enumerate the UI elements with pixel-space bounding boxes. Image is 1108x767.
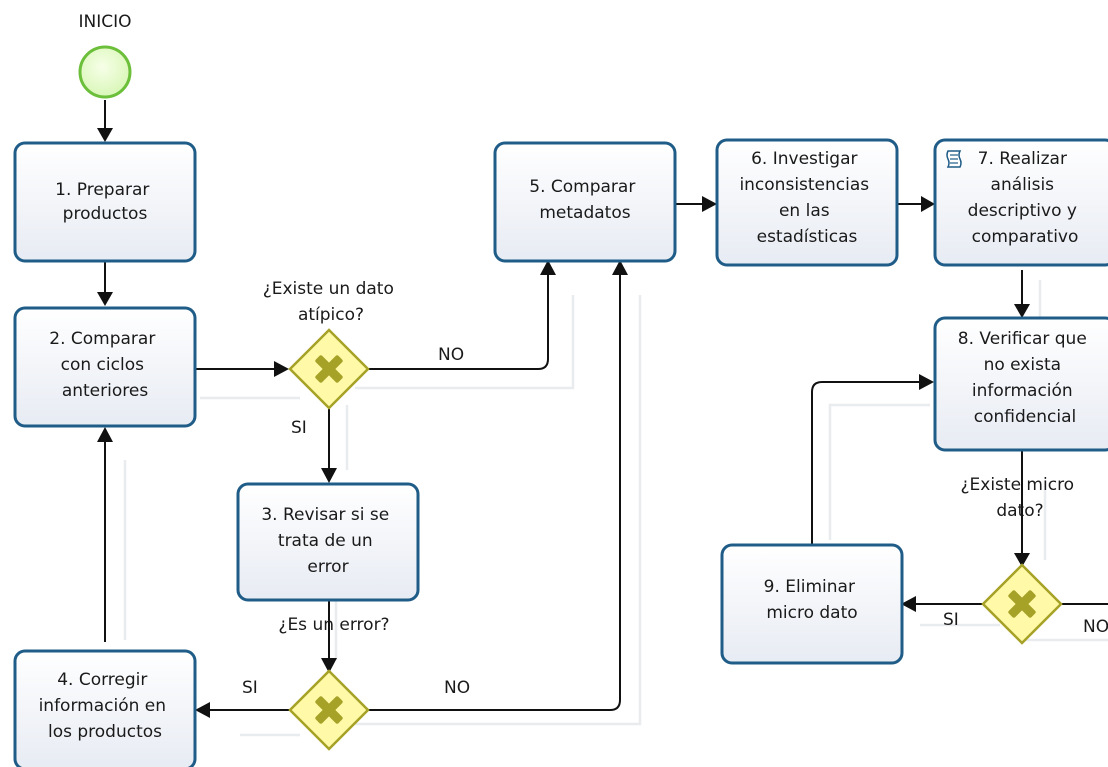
- task-3-line: error: [307, 557, 348, 577]
- task-4[interactable]: 4. Corregir información en los productos: [13, 649, 197, 767]
- gateway-1[interactable]: [288, 328, 370, 410]
- flow-g2-t5: [368, 273, 621, 711]
- svg-text:7. Realizar análisis: 7. Realizar análisis descriptivo y compa…: [968, 149, 1083, 247]
- flow-label-g2-no: NO: [444, 678, 470, 698]
- task-9-line: micro dato: [766, 603, 857, 623]
- arrowhead-t6: [702, 196, 717, 212]
- task-5-line: 5. Comparar: [529, 177, 635, 197]
- task-7-line: 7. Realizar: [978, 149, 1067, 169]
- task-6-line: inconsistencias: [739, 175, 869, 195]
- task-4-line: 4. Corregir: [57, 670, 147, 690]
- svg-text:5. Comparar metadatos: 5. Comparar metadatos: [529, 177, 640, 223]
- task-1[interactable]: 1. Preparar productos: [13, 141, 197, 263]
- arrowhead-t5-a: [540, 260, 556, 275]
- sequence-flows: [104, 100, 1108, 711]
- gateway-1-question-line: ¿Existe un dato: [263, 279, 394, 299]
- task-8-line: confidencial: [974, 407, 1076, 427]
- gateway-3-question: ¿Existe micro dato?: [961, 475, 1080, 521]
- arrowhead-t8: [1014, 304, 1030, 318]
- task-2-line: 2. Comparar: [49, 329, 155, 349]
- arrowhead-t5-b: [612, 260, 628, 275]
- gateway-3-question-line: dato?: [996, 501, 1043, 521]
- task-4-line: información en: [39, 696, 166, 716]
- task-3[interactable]: 3. Revisar si se trata de un error: [236, 482, 420, 602]
- exclusive-x-icon: [315, 355, 343, 383]
- task-4-line: los productos: [48, 722, 162, 742]
- ghost-lines: [123, 280, 1108, 737]
- arrowhead-g1: [274, 361, 289, 377]
- task-6-line: estadísticas: [757, 227, 858, 247]
- flow-label-g2-si: SI: [242, 678, 258, 698]
- start-event[interactable]: [78, 45, 132, 99]
- flow-label-g1-no: NO: [438, 345, 464, 365]
- task-7-line: comparativo: [972, 227, 1079, 247]
- task-6-line: 6. Investigar: [751, 149, 857, 169]
- arrowhead-t9: [901, 596, 916, 612]
- task-2-line: anteriores: [62, 381, 149, 401]
- task-7-line: descriptivo y: [968, 201, 1077, 221]
- arrowhead-g2: [321, 658, 337, 673]
- task-7-line: análisis: [991, 175, 1055, 195]
- task-8-line: 8. Verificar que: [958, 329, 1087, 349]
- task-3-line: 3. Revisar si se: [261, 505, 389, 525]
- flow-label-g3-no: NO: [1083, 617, 1108, 637]
- task-5[interactable]: 5. Comparar metadatos: [493, 141, 677, 263]
- task-5-line: metadatos: [539, 203, 630, 223]
- arrowhead-t8-left: [919, 374, 934, 390]
- script-task-icon: [946, 150, 962, 168]
- arrowhead-t2-up: [97, 427, 113, 442]
- task-2[interactable]: 2. Comparar con ciclos anteriores: [13, 306, 197, 428]
- svg-text:1. Preparar productos: 1. Preparar productos: [55, 180, 155, 224]
- arrowhead-g3: [1014, 553, 1030, 567]
- task-9-line: 9. Eliminar: [764, 577, 855, 597]
- svg-text:9. Eliminar micro dato: 9. Eliminar micro dato: [764, 577, 861, 623]
- task-7[interactable]: 7. Realizar análisis descriptivo y compa…: [933, 138, 1108, 267]
- task-3-line: trata de un: [278, 531, 373, 551]
- arrowhead-t3: [321, 468, 337, 483]
- svg-text:3. Revisar si se trata d: 3. Revisar si se trata de un error: [261, 505, 394, 577]
- gateway-3[interactable]: [981, 563, 1063, 645]
- svg-text:4. Corregir información: 4. Corregir información en los productos: [39, 670, 172, 742]
- task-8-line: información: [972, 381, 1073, 401]
- task-8-line: no exista: [984, 355, 1061, 375]
- svg-text:6. Investigar inconsiste: 6. Investigar inconsistencias en las est…: [739, 149, 874, 247]
- task-9[interactable]: 9. Eliminar micro dato: [720, 543, 904, 665]
- svg-text:8. Verificar que no exis: 8. Verificar que no exista información c…: [958, 329, 1092, 427]
- gateway-2[interactable]: [288, 669, 370, 751]
- arrowhead-t4: [195, 702, 210, 718]
- flow-label-g1-si: SI: [291, 418, 307, 438]
- flow-label-g3-si: SI: [943, 610, 959, 630]
- gateway-1-question-line: atípico?: [298, 305, 364, 325]
- arrowhead-t1: [97, 128, 113, 142]
- exclusive-x-icon: [1008, 590, 1036, 618]
- gateway-3-question-line: ¿Existe micro: [961, 475, 1075, 495]
- flow-g1-t5: [368, 273, 549, 370]
- arrowhead-t7: [921, 196, 935, 212]
- task-1-line: productos: [63, 204, 148, 224]
- arrowhead-t2: [97, 292, 113, 306]
- flow-t9-t8: [811, 381, 921, 544]
- gateway-1-question: ¿Existe un dato atípico?: [263, 279, 400, 325]
- gateway-2-question: ¿Es un error?: [278, 615, 389, 635]
- task-6[interactable]: 6. Investigar inconsistencias en las est…: [715, 138, 899, 267]
- start-label: INICIO: [78, 12, 131, 32]
- svg-text:2. Comparar con ciclos: 2. Comparar con ciclos anteriores: [49, 329, 160, 401]
- task-8[interactable]: 8. Verificar que no exista información c…: [933, 316, 1108, 452]
- exclusive-x-icon: [315, 696, 343, 724]
- arrow-heads: [97, 128, 1030, 718]
- task-6-line: en las: [779, 201, 830, 221]
- gateway-2-question-line: ¿Es un error?: [278, 615, 389, 635]
- task-2-line: con ciclos: [61, 355, 144, 375]
- task-1-line: 1. Preparar: [55, 180, 149, 200]
